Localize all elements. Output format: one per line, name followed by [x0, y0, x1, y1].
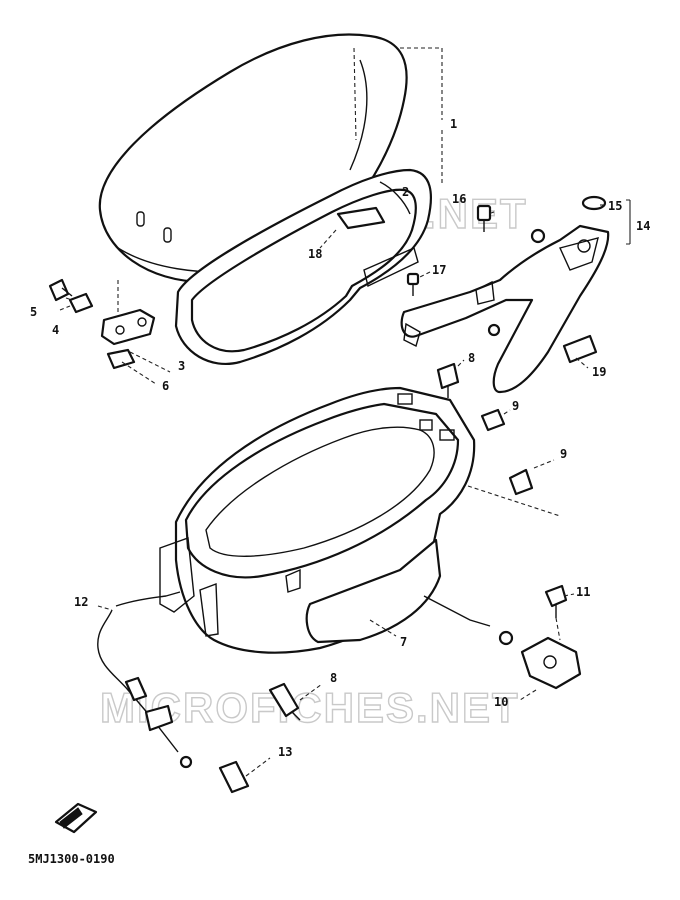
- seat-lock-cable: [97, 591, 514, 769]
- clip-upper: [480, 408, 506, 432]
- callout-11: 11: [576, 585, 590, 599]
- callout-5: 5: [30, 305, 37, 319]
- storage-box: [159, 386, 476, 654]
- hinge-collar: [68, 292, 94, 314]
- callout-6: 6: [162, 379, 169, 393]
- callout-4: 4: [52, 323, 59, 337]
- seat-label: [336, 206, 386, 230]
- callout-2: 2: [402, 185, 409, 199]
- callout-15: 15: [608, 199, 622, 213]
- grommet: [581, 195, 607, 211]
- box-bolt-upper: [436, 362, 460, 398]
- carrier-stud-top: [530, 228, 546, 244]
- callout-18: 18: [308, 247, 322, 261]
- callout-1: 1: [450, 117, 457, 131]
- callout-17: 17: [432, 263, 446, 277]
- rear-carrier: [400, 224, 610, 394]
- callout-7: 7: [400, 635, 407, 649]
- hinge-bushing: [106, 348, 136, 370]
- callout-8-upper: 8: [468, 351, 475, 365]
- callout-19: 19: [592, 365, 606, 379]
- callouts: 1 2 3 4 5 6 7 8 8 9 9 10 11 12 13 14 15 …: [30, 117, 650, 759]
- callout-9-lower: 9: [560, 447, 567, 461]
- carrier-bolt-17: [406, 272, 420, 296]
- front-arrow-icon: [54, 802, 98, 834]
- lock-bracket: [520, 636, 582, 690]
- callout-8-lower: 8: [330, 671, 337, 685]
- lock-bolt: [544, 584, 568, 618]
- hinge-bolt: [48, 278, 73, 302]
- callout-14: 14: [636, 219, 650, 233]
- leader-lines: [59, 47, 631, 777]
- callout-10: 10: [494, 695, 508, 709]
- carrier-bolt-16: [476, 204, 492, 232]
- box-bolt-lower: [268, 682, 301, 721]
- seat-hinge: [100, 308, 156, 346]
- callout-12: 12: [74, 595, 88, 609]
- callout-13: 13: [278, 745, 292, 759]
- carrier-stud-mid: [487, 323, 501, 337]
- carrier-label: [562, 334, 598, 364]
- diagram-code: 5MJ1300-0190: [28, 852, 115, 866]
- callout-3: 3: [178, 359, 185, 373]
- box-screw: [218, 760, 250, 794]
- clip-lower: [508, 468, 534, 496]
- callout-16: 16: [452, 192, 466, 206]
- callout-9-upper: 9: [512, 399, 519, 413]
